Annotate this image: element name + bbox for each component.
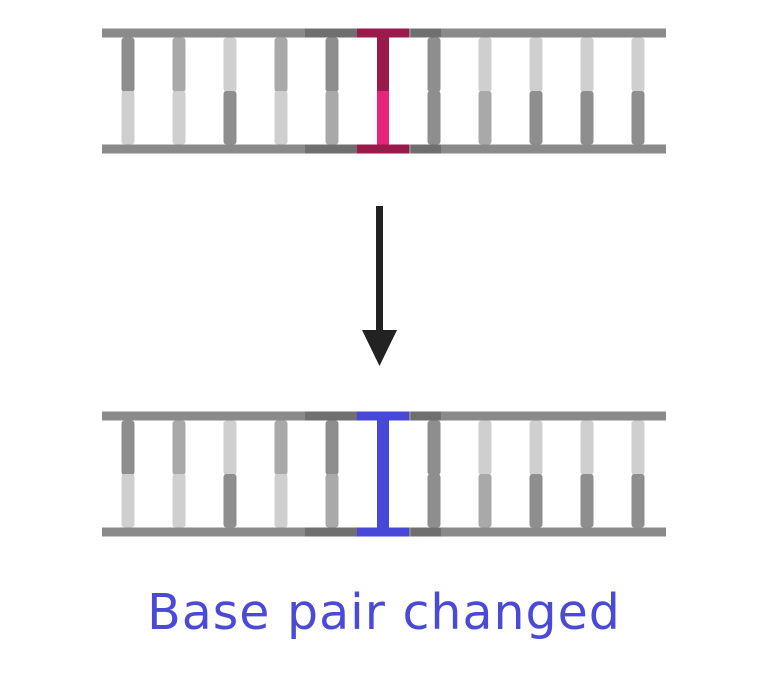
arrow-head — [362, 330, 397, 366]
top-rung-0-top — [121, 37, 135, 92]
bottom-rung-7-bottom — [478, 474, 492, 528]
bottom-rung-6-top — [427, 420, 441, 475]
bottom-rung-8-bottom — [529, 474, 543, 528]
bottom-rung-0-bottom — [121, 474, 135, 528]
bottom-backbone-shade-top-0 — [305, 411, 357, 421]
bottom-changed-cap-bottom — [357, 527, 409, 537]
top-backbone-shade-top-1 — [411, 28, 441, 38]
bottom-rung-3-bottom — [274, 474, 288, 528]
top-rung-2-top — [223, 37, 237, 92]
bottom-rung-10-top — [631, 420, 645, 475]
bottom-changed-rung — [377, 420, 389, 528]
top-backbone-shade-top-0 — [305, 28, 357, 38]
bottom-rung-6-bottom — [427, 474, 441, 528]
top-rung-7-top — [478, 37, 492, 92]
bottom-rung-9-bottom — [580, 474, 594, 528]
bottom-backbone-shade-bottom-0 — [305, 527, 357, 537]
top-highlight-rung-top — [377, 37, 389, 91]
top-rung-10-bottom — [631, 91, 645, 145]
bottom-rung-8-top — [529, 420, 543, 475]
arrow-shaft — [376, 206, 383, 332]
top-backbone-shade-bottom-0 — [305, 144, 357, 154]
bottom-dna-strand — [102, 411, 666, 537]
bottom-rung-4-top — [325, 420, 339, 475]
top-highlight-cap-bottom — [357, 144, 409, 154]
top-rung-4-bottom — [325, 91, 339, 145]
down-arrow-icon — [362, 206, 397, 366]
bottom-rung-2-top — [223, 420, 237, 475]
bottom-changed-cap-top — [357, 411, 409, 421]
top-backbone-shade-bottom-1 — [411, 144, 441, 154]
top-rung-1-top — [172, 37, 186, 92]
bottom-rung-2-bottom — [223, 474, 237, 528]
top-rung-3-top — [274, 37, 288, 92]
top-rung-6-top — [427, 37, 441, 92]
top-rung-2-bottom — [223, 91, 237, 145]
bottom-rung-4-bottom — [325, 474, 339, 528]
top-highlight-cap-top — [357, 28, 409, 38]
top-rung-9-top — [580, 37, 594, 92]
bottom-rung-7-top — [478, 420, 492, 475]
top-rung-1-bottom — [172, 91, 186, 145]
bottom-rung-10-bottom — [631, 474, 645, 528]
top-rung-6-bottom — [427, 91, 441, 145]
bottom-rung-3-top — [274, 420, 288, 475]
top-rung-8-top — [529, 37, 543, 92]
top-rung-10-top — [631, 37, 645, 92]
top-highlight-rung-bottom — [377, 91, 389, 145]
top-rung-9-bottom — [580, 91, 594, 145]
bottom-backbone-shade-top-1 — [411, 411, 441, 421]
top-rung-3-bottom — [274, 91, 288, 145]
top-rung-0-bottom — [121, 91, 135, 145]
bottom-rung-1-top — [172, 420, 186, 475]
caption-base-pair-changed: Base pair changed — [147, 584, 621, 641]
top-rung-7-bottom — [478, 91, 492, 145]
bottom-rung-9-top — [580, 420, 594, 475]
top-rung-4-top — [325, 37, 339, 92]
bottom-rung-1-bottom — [172, 474, 186, 528]
top-rung-8-bottom — [529, 91, 543, 145]
bottom-backbone-shade-bottom-1 — [411, 527, 441, 537]
bottom-rung-0-top — [121, 420, 135, 475]
top-dna-strand — [102, 28, 666, 154]
